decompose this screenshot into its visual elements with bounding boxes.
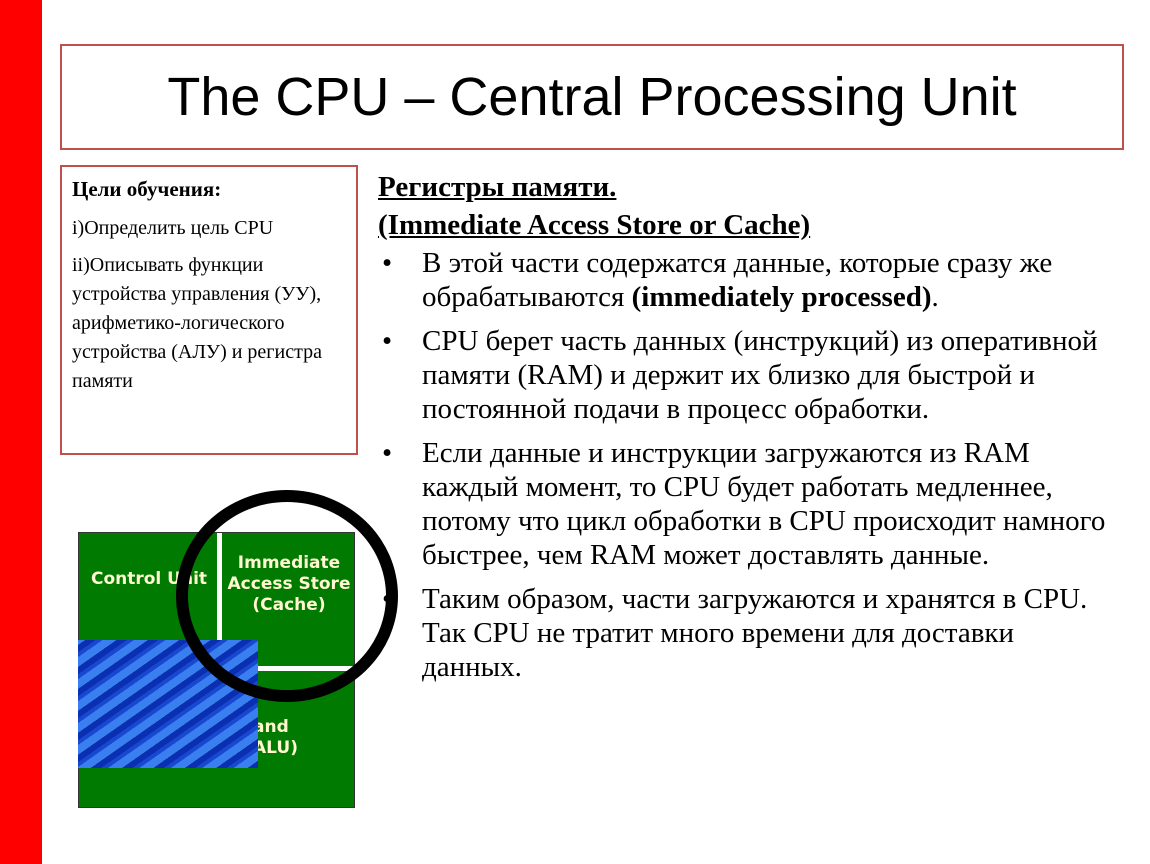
highlight-circle bbox=[176, 490, 398, 702]
red-side-bar bbox=[0, 0, 42, 864]
bullet-item: В этой части содержатся данные, которые … bbox=[378, 246, 1118, 314]
bullet-item: CPU берет часть данных (инструкций) из о… bbox=[378, 324, 1118, 426]
learning-objectives-box: Цели обучения: i)Определить цель CPU ii)… bbox=[60, 165, 358, 455]
objectives-heading: Цели обучения: bbox=[72, 177, 222, 201]
alu-label: and ALU) bbox=[253, 717, 298, 758]
section-subheading: (Immediate Access Store or Cache) bbox=[378, 209, 811, 241]
slide-title: The CPU – Central Processing Unit bbox=[167, 67, 1017, 127]
main-content: Регистры памяти. (Immediate Access Store… bbox=[378, 170, 1118, 694]
bullet-item: Если данные и инструкции загружаются из … bbox=[378, 436, 1118, 572]
bullet-list: В этой части содержатся данные, которые … bbox=[378, 246, 1118, 684]
title-box: The CPU – Central Processing Unit bbox=[60, 44, 1124, 150]
objective-item: i)Определить цель CPU bbox=[72, 217, 274, 239]
objective-item: ii)Описывать функции устройства управлен… bbox=[72, 254, 322, 392]
section-heading: Регистры памяти. bbox=[378, 171, 617, 203]
bullet-item: Таким образом, части загружаются и храня… bbox=[378, 582, 1118, 684]
